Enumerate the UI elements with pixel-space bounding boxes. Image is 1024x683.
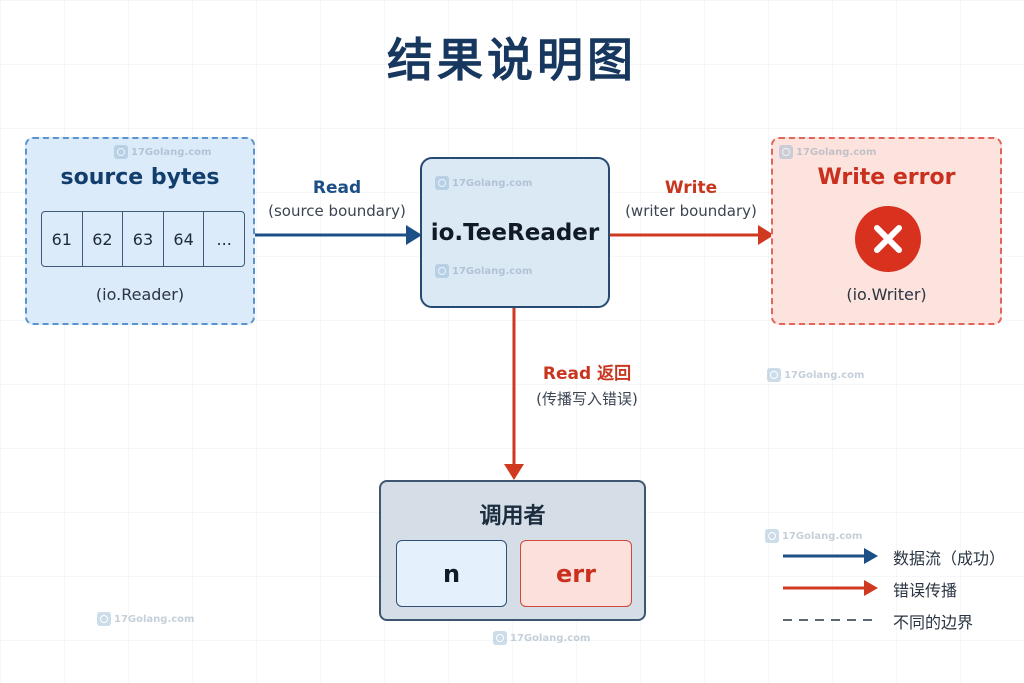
return-err: err [520,540,632,607]
error-x-icon [855,206,921,272]
byte-cell: 63 [123,212,164,266]
write-arrow [610,225,774,245]
tee-reader-label: io.TeeReader [430,219,600,246]
legend-error-line [783,580,878,596]
legend-boundary-label: 不同的边界 [893,613,974,632]
caller-node: 调用者 n err [379,480,646,621]
source-node: source bytes 61 62 63 64 ... (io.Reader) [25,137,255,325]
byte-cell: 61 [42,212,83,266]
writer-title: Write error [817,165,956,190]
byte-cell: ... [216,229,232,249]
legend-success-line [783,548,878,564]
tee-reader-node: io.TeeReader [420,157,610,308]
write-label: Write [664,178,718,198]
writer-subtitle: (io.Writer) [846,285,927,304]
legend-success-label: 数据流（成功） [893,549,1006,568]
read-arrow [255,225,422,245]
byte-array: 61 62 63 64 ... [41,211,245,267]
writer-node: Write error (io.Writer) [771,137,1002,325]
byte-cell: 64 [164,212,205,266]
page-title: 结果说明图 [387,33,637,87]
read-return-label: Read 返回 [542,364,632,384]
read-label: Read [312,178,362,198]
write-sublabel: (writer boundary) [625,202,757,220]
read-return-arrow [504,308,524,480]
source-title: source bytes [60,165,220,190]
source-subtitle: (io.Reader) [95,285,185,304]
read-return-sublabel: (传播写入错误) [536,390,638,408]
legend-error-label: 错误传播 [893,581,958,600]
return-n: n [396,540,507,607]
read-edge-label: Read (source boundary) [262,178,412,220]
read-return-edge-label: Read 返回 (传播写入错误) [522,359,652,409]
write-edge-label: Write (writer boundary) [616,178,766,220]
read-sublabel: (source boundary) [268,202,406,220]
caller-title: 调用者 [479,504,546,529]
byte-cell: 62 [83,212,124,266]
